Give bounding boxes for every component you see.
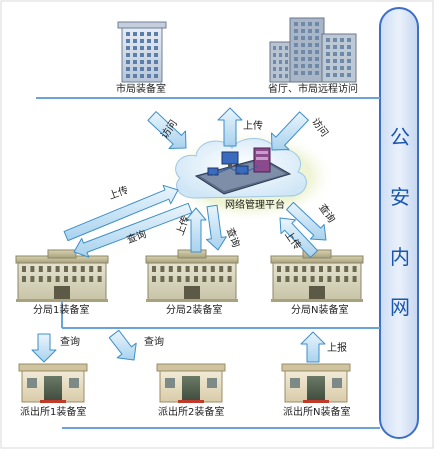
arrow-upload-b2 [185, 207, 207, 253]
intranet-label-char-3: 内 [390, 245, 410, 269]
network-links [212, 165, 259, 176]
upload-top-label: 上传 [243, 121, 263, 132]
branch-1-label: 分局1装备室 [33, 305, 90, 316]
branch-n-building-icon [270, 249, 364, 302]
station-n-label: 派出所N装备室 [283, 407, 351, 418]
query-s1-label: 查询 [60, 337, 80, 348]
station-2-building-icon [156, 363, 226, 403]
arrow-query-s1 [31, 333, 57, 363]
arrow-visit-left [147, 111, 187, 149]
branch-2-label: 分局2装备室 [166, 305, 223, 316]
branch-n-label: 分局N装备室 [291, 305, 349, 316]
arrow-query-s2 [108, 329, 137, 361]
arrow-upload-b1 [63, 184, 179, 242]
arrow-upload-bn [279, 217, 319, 258]
arrow-query-bn [286, 201, 327, 241]
city-building-icon [117, 21, 167, 83]
arrow-visit-right [271, 111, 309, 151]
intranet-label-char-4: 网 [390, 295, 410, 319]
station-1-building-icon [18, 363, 88, 403]
arrow-query-b1 [73, 202, 193, 258]
remote-access-label: 省厅、市局远程访问 [268, 84, 358, 95]
station-2-label: 派出所2装备室 [158, 407, 225, 418]
intranet-label-char-2: 安 [390, 185, 410, 209]
intranet-label-char-1: 公 [390, 125, 410, 149]
platform-label: 网络管理平台 [225, 200, 285, 211]
query-s2-label: 查询 [144, 337, 164, 348]
branch-2-building-icon [145, 249, 239, 302]
computer-icon [207, 151, 249, 176]
remote-buildings-icon [269, 17, 357, 83]
police-intranet-bar [379, 7, 419, 439]
station-1-label: 派出所1装备室 [20, 407, 87, 418]
server-icon [253, 147, 271, 173]
report-sn-label: 上报 [327, 343, 347, 354]
station-n-building-icon [281, 363, 351, 403]
branch-1-building-icon [15, 249, 109, 302]
arrow-query-b2 [206, 204, 227, 251]
arrow-report-sn [300, 331, 326, 363]
connection-lines [36, 97, 380, 429]
arrow-upload-top [217, 107, 243, 147]
city-room-label: 市局装备室 [116, 84, 166, 95]
